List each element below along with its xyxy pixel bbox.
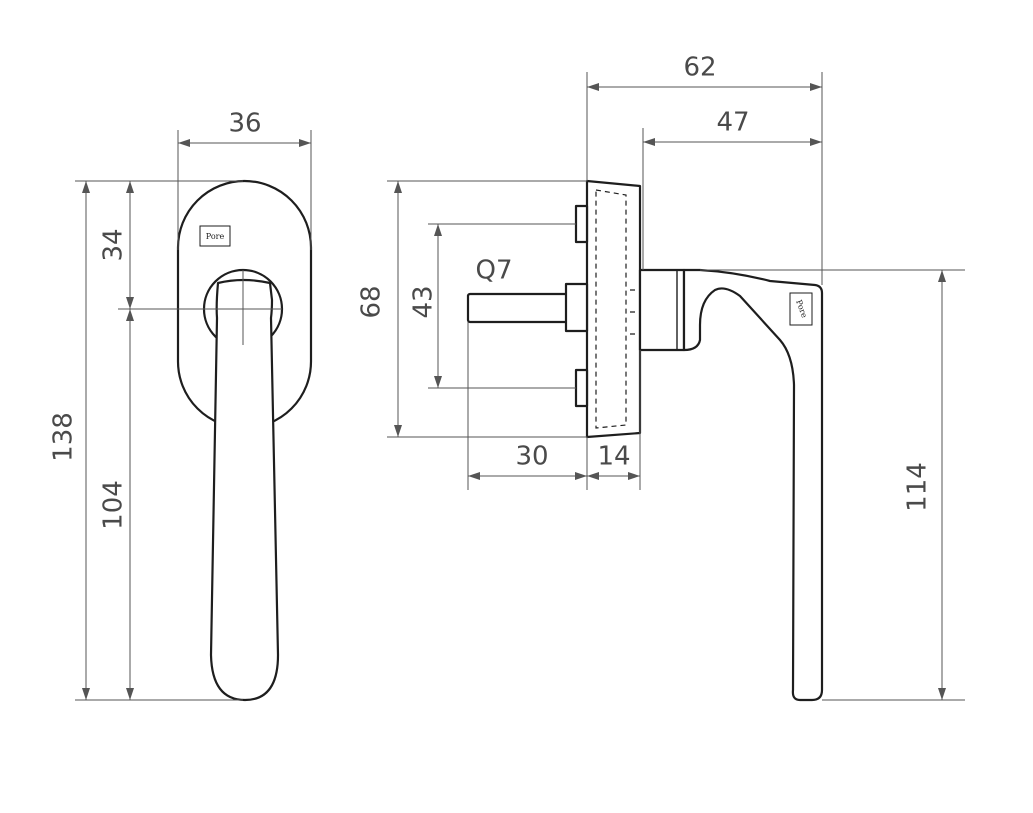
top-screw <box>574 204 589 244</box>
dim-68-label: 68 <box>357 285 387 318</box>
dim-30-label: 30 <box>515 442 548 472</box>
dim-62-label: 62 <box>683 53 716 83</box>
spindle-square <box>466 292 571 324</box>
front-lever <box>209 278 280 702</box>
dim-43-label: 43 <box>409 285 439 318</box>
dim-34-label: 34 <box>99 228 129 261</box>
dim-47-label: 47 <box>716 108 749 138</box>
front-view: Pore 36 34 138 104 <box>49 109 313 702</box>
front-logo: Pore <box>199 225 231 247</box>
side-rose-body <box>585 179 642 439</box>
dim-36-label: 36 <box>228 109 261 139</box>
bottom-screw <box>574 368 589 408</box>
spindle-collar <box>564 282 589 333</box>
dim-14-label: 14 <box>597 442 630 472</box>
front-logo-text: Pore <box>206 232 225 241</box>
dim-104-label: 104 <box>99 480 129 530</box>
side-view: Pore 62 47 68 43 Q7 30 14 <box>357 53 965 702</box>
side-logo: Pore <box>789 292 813 326</box>
side-lever <box>682 268 824 702</box>
spindle-label: Q7 <box>475 256 512 286</box>
dim-114-label: 114 <box>903 462 933 512</box>
dim-138-label: 138 <box>49 412 79 462</box>
side-rose-hidden-outline <box>595 189 627 429</box>
